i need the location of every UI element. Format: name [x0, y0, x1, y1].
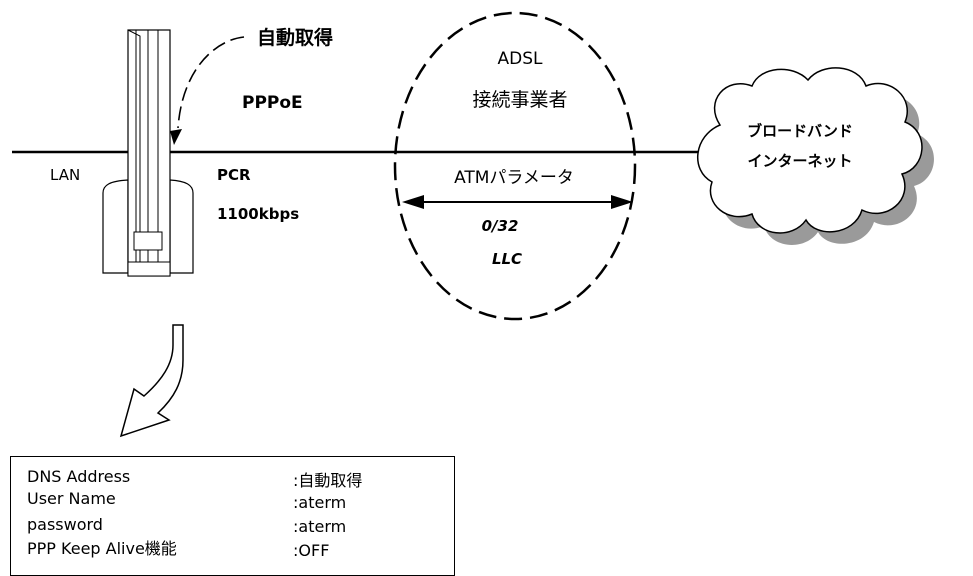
- atm-parameter-label: ATMパラメータ: [454, 168, 574, 188]
- protocol-label: PPPoE: [242, 93, 303, 113]
- settings-box: DNS Address :自動取得 User Name :aterm passw…: [10, 456, 455, 576]
- encapsulation-value: LLC: [492, 250, 522, 268]
- setting-key: password: [27, 515, 103, 534]
- auto-acquire-arrow: [177, 36, 245, 129]
- pcr-label: PCR: [217, 166, 251, 184]
- provider-label: 接続事業者: [472, 89, 567, 111]
- internet-label-line1: ブロードバンド: [747, 122, 853, 140]
- setting-key: PPP Keep Alive機能: [27, 539, 177, 558]
- auto-acquire-label: 自動取得: [257, 26, 333, 49]
- pcr-value: 1100kbps: [217, 205, 299, 223]
- internet-label-line2: インターネット: [747, 152, 852, 170]
- lan-label: LAN: [50, 166, 80, 184]
- auto-acquire-arrowhead: [170, 129, 182, 145]
- vpi-vci-value: 0/32: [482, 217, 519, 235]
- adsl-label: ADSL: [498, 49, 544, 69]
- setting-row-username: User Name :aterm: [27, 489, 444, 512]
- setting-value: :OFF: [293, 541, 330, 560]
- setting-row-password: password :aterm: [27, 515, 444, 536]
- setting-value: :aterm: [293, 493, 347, 512]
- setting-key: DNS Address: [27, 467, 131, 486]
- setting-value: :自動取得: [293, 471, 363, 490]
- setting-row-keepalive: PPP Keep Alive機能 :OFF: [27, 539, 444, 560]
- atm-arrowhead-right: [611, 195, 633, 209]
- setting-value: :aterm: [293, 517, 347, 536]
- setting-key: User Name: [27, 489, 116, 508]
- adsl-provider-ellipse: [393, 11, 637, 321]
- setting-row-dns: DNS Address :自動取得: [27, 467, 444, 490]
- internet-cloud: [697, 67, 934, 245]
- settings-pointer-arrow: [119, 324, 184, 438]
- router-device: [102, 29, 194, 277]
- atm-arrowhead-left: [402, 195, 424, 209]
